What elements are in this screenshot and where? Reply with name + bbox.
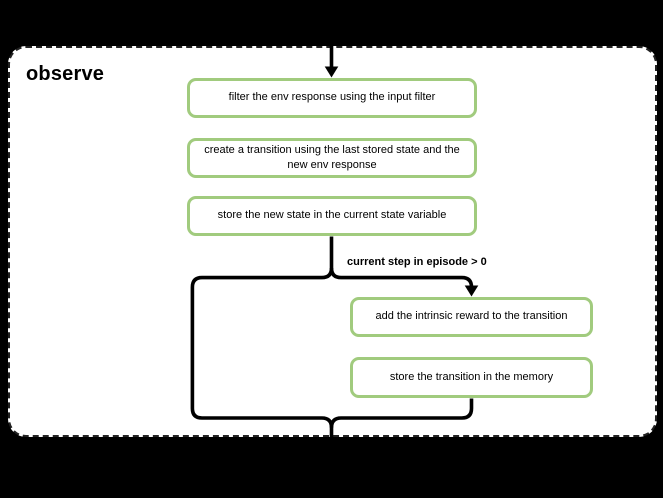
node-filter-env-response: filter the env response using the input … — [187, 78, 477, 118]
node-add-intrinsic-reward: add the intrinsic reward to the transiti… — [350, 297, 593, 337]
node-label: add the intrinsic reward to the transiti… — [375, 310, 568, 323]
node-create-transition: create a transition using the last store… — [187, 138, 477, 178]
node-label: create a transition using the last store… — [204, 143, 460, 171]
node-label: store the transition in the memory — [389, 370, 554, 383]
module-title: observe — [26, 63, 105, 85]
node-label: store the new state in the current state… — [217, 209, 447, 222]
node-store-transition: store the transition in the memory — [350, 357, 593, 398]
node-label: filter the env response using the input … — [228, 91, 436, 104]
node-store-new-state: store the new state in the current state… — [187, 196, 477, 236]
branch-condition-label: current step in episode > 0 — [347, 256, 487, 268]
